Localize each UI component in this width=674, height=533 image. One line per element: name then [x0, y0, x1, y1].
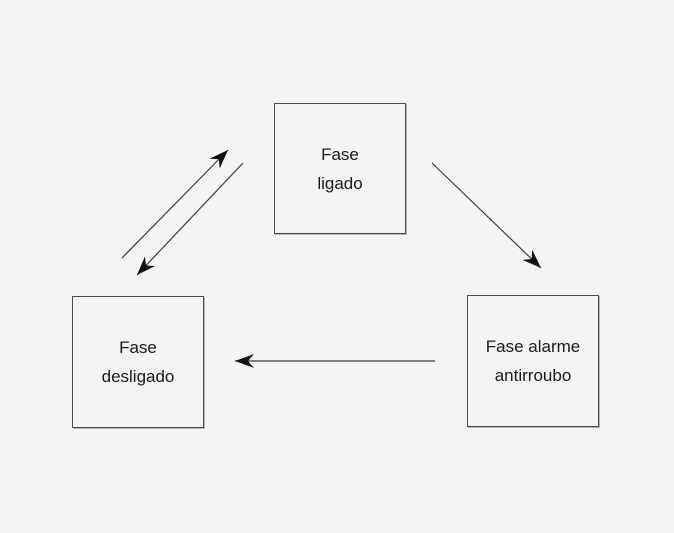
arrow-ligado-to-alarme — [431, 162, 542, 269]
state-box-fase-ligado: Fase ligado — [274, 103, 406, 234]
state-label-line: desligado — [101, 367, 175, 386]
state-label-line: Fase — [119, 338, 157, 357]
state-label-line: Fase alarme — [485, 337, 581, 356]
state-box-fase-desligado: Fase desligado — [72, 296, 204, 428]
state-box-fase-alarme-antirroubo: Fase alarme antirroubo — [467, 295, 599, 427]
state-label-line: antirroubo — [494, 366, 572, 385]
state-label-line: Fase — [321, 144, 359, 164]
arrow-desligado-to-ligado — [121, 149, 229, 259]
state-label-line: ligado — [317, 173, 363, 193]
arrow-ligado-to-desligado — [136, 162, 244, 276]
